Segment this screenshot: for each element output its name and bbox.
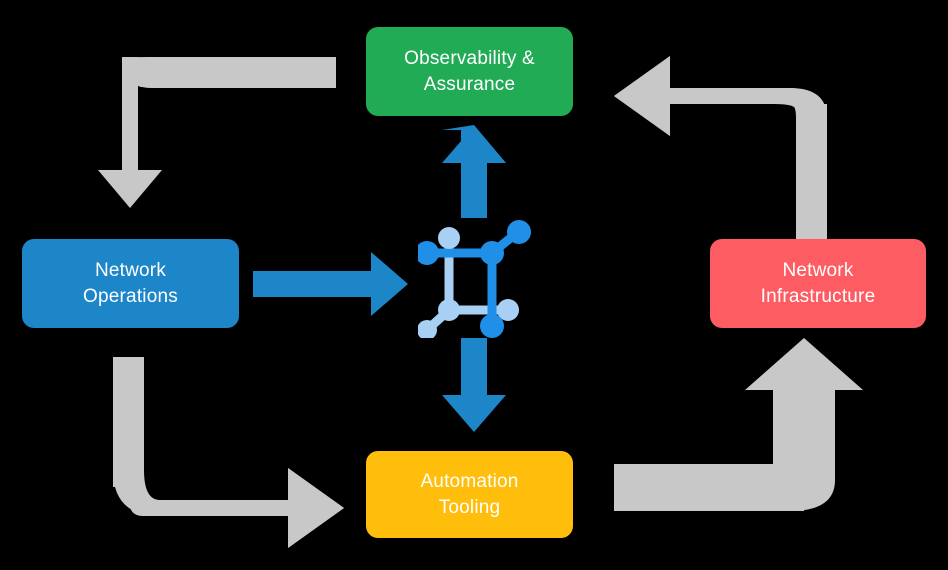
network-mesh-icon	[418, 220, 531, 338]
node-box-automation-tooling[interactable]: Automation Tooling	[366, 451, 573, 538]
node-label-network-operations: Network Operations	[83, 260, 178, 307]
node-label-network-infrastructure: Network Infrastructure	[760, 260, 876, 307]
node-box-network-operations[interactable]: Network Operations	[22, 239, 239, 328]
node-label-automation-tooling: Automation Tooling	[420, 471, 519, 518]
gray-arrow-tl-body	[98, 57, 335, 208]
node-box-network-infrastructure[interactable]: Network Infrastructure	[710, 239, 926, 328]
node-box-observability-assurance[interactable]: Observability & Assurance	[366, 27, 573, 116]
node-label-observability-assurance: Observability & Assurance	[404, 48, 535, 95]
blue-arrow-operations-to-center	[253, 252, 408, 316]
blue-arrow-center-to-automation	[442, 338, 506, 432]
network-mesh-nodes	[418, 220, 531, 338]
